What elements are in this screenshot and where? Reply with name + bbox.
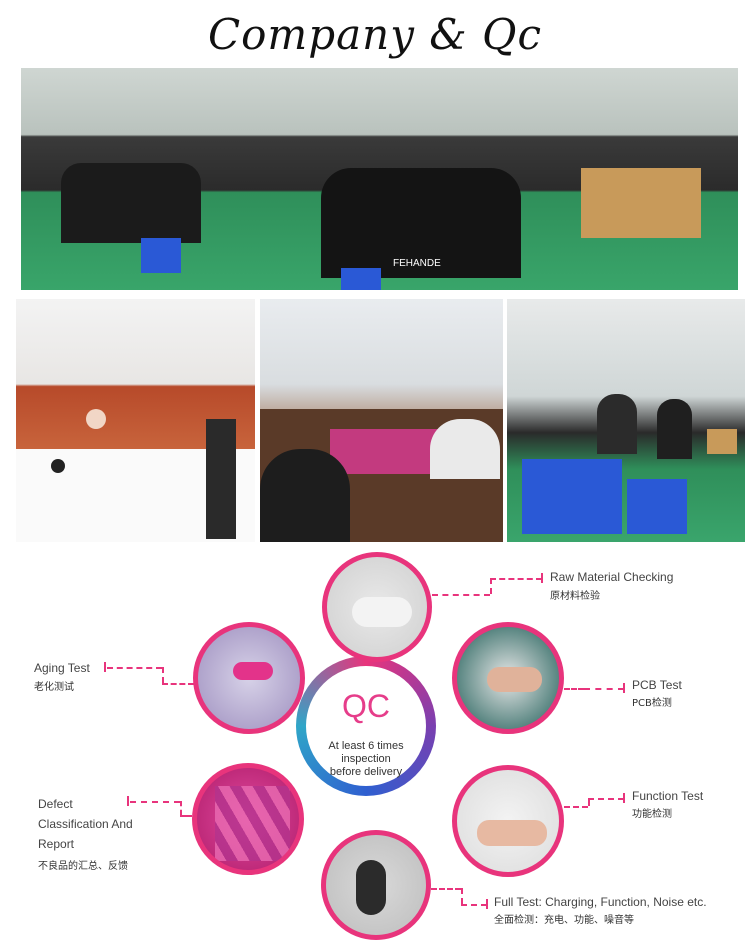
company-logo-icon — [86, 409, 106, 429]
page-title: Company & Qc — [208, 10, 542, 59]
qc-title: QC — [342, 688, 390, 724]
qc-subtitle: At least 6 times inspection before deliv… — [306, 740, 426, 779]
defect-label-line-2: Classification And — [38, 817, 133, 831]
defect-label-line-1: Defect — [38, 797, 73, 811]
qc-subtitle-line-3: before delivery — [329, 766, 403, 778]
function-test-label-cn: 功能检测 — [632, 809, 672, 820]
pcb-test-label: PCB Test — [632, 678, 682, 692]
defect-label-cn: 不良品的汇总、反馈 — [38, 861, 128, 872]
factory-floor-photo: FEHANDE — [21, 68, 738, 290]
raw-material-label-cn: 原材料检验 — [550, 591, 600, 602]
full-test-label: Full Test: Charging, Function, Noise etc… — [494, 895, 707, 909]
meeting-room-photo — [260, 299, 503, 542]
defect-label-line-3: Report — [38, 837, 75, 851]
full-test-photo — [321, 830, 431, 940]
aging-test-label-cn: 老化测试 — [34, 682, 74, 693]
pcb-test-label-cn: PCB检测 — [632, 698, 672, 709]
function-test-label: Function Test — [632, 789, 704, 803]
qc-subtitle-line-1: At least 6 times — [328, 740, 404, 752]
aging-test-photo — [193, 622, 305, 734]
reception-lobby-photo — [16, 299, 255, 542]
factory-sign: FEHANDE — [393, 258, 441, 269]
qc-subtitle-line-2: inspection — [341, 753, 391, 765]
assembly-line-photo — [507, 299, 745, 542]
defect-classification-photo — [192, 763, 304, 875]
function-test-photo — [452, 765, 564, 877]
pcb-test-photo — [452, 622, 564, 734]
full-test-label-cn: 全面检测：充电、功能、噪音等 — [494, 915, 634, 926]
raw-material-label: Raw Material Checking — [550, 570, 674, 584]
raw-material-photo — [322, 552, 432, 662]
aging-test-label: Aging Test — [34, 661, 90, 675]
qc-ring-center — [306, 666, 426, 786]
